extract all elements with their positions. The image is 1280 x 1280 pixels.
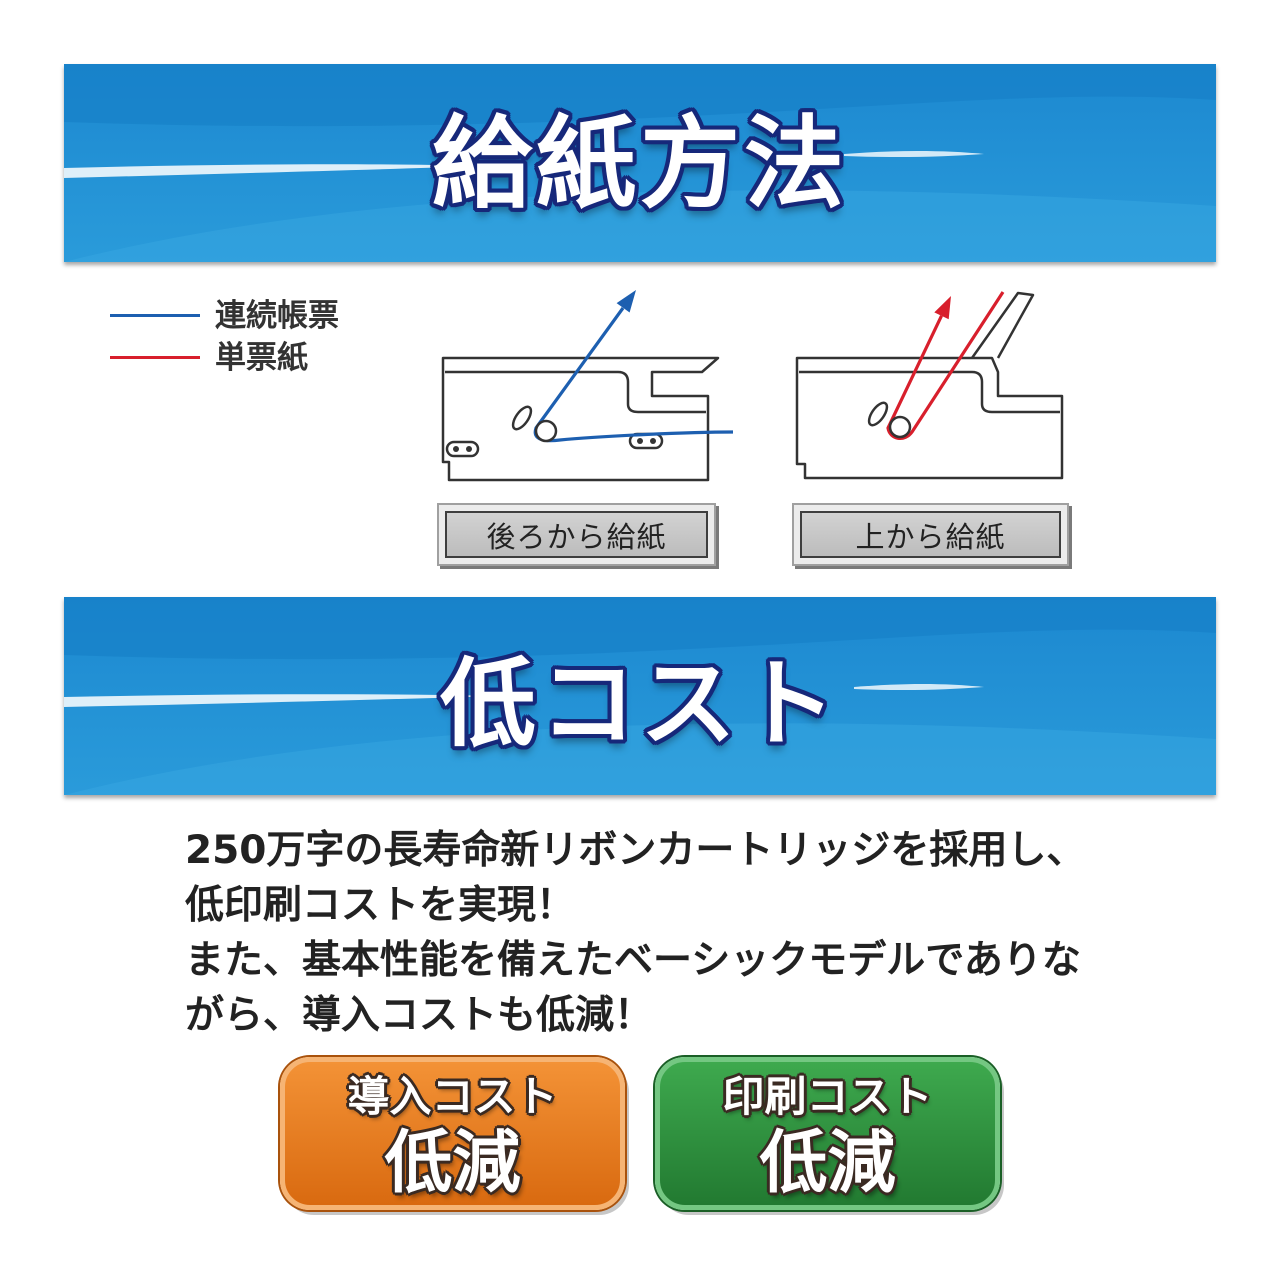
rear-feed-label: 後ろから給紙	[486, 519, 667, 554]
printer-body-outline	[441, 356, 720, 482]
top-feed-label: 上から給紙	[855, 519, 1006, 554]
description-line: 250万字の長寿命新リボンカートリッジを採用し、	[185, 828, 1086, 873]
banner-background	[64, 64, 1216, 262]
printer-body-outline	[795, 356, 1064, 480]
badge-heading: 導入コスト	[347, 1072, 558, 1121]
legend-single-sheet-label: 単票紙	[215, 340, 308, 376]
low-cost-title: 低コスト	[440, 648, 840, 760]
platen-roller	[534, 419, 558, 443]
low-cost-description: 250万字の長寿命新リボンカートリッジを採用し、 低印刷コストを実現！ また、基…	[185, 823, 1085, 1043]
top-feed-label-box: 上から給紙	[792, 503, 1069, 566]
legend-continuous-label: 連続帳票	[215, 298, 339, 334]
single-sheet-path	[886, 291, 1005, 440]
platen-guide	[511, 405, 533, 431]
badge-value: 低減	[384, 1124, 521, 1203]
printer-inner-outline	[799, 370, 1060, 414]
paper-guide	[970, 291, 1035, 359]
printer-top-feed-diagram	[795, 291, 1064, 480]
foot-left	[445, 440, 480, 458]
feed-method-banner: 給紙方法	[64, 64, 1216, 262]
feed-diagrams	[441, 290, 1064, 482]
badge-value: 低減	[759, 1124, 896, 1203]
badge-heading: 印刷コスト	[722, 1072, 933, 1121]
platen-guide	[867, 401, 889, 427]
printer-rear-feed-diagram	[441, 290, 734, 482]
low-cost-banner: 低コスト	[64, 597, 1216, 795]
platen-roller	[888, 415, 912, 439]
description-line: がら、導入コストも低減！	[185, 993, 654, 1038]
print-cost-reduction-badge: 印刷コスト 低減	[655, 1057, 1000, 1210]
legend-continuous-line	[110, 314, 200, 317]
printer-inner-outline	[445, 370, 706, 414]
rear-feed-label-box: 後ろから給紙	[437, 503, 716, 566]
intro-cost-reduction-badge: 導入コスト 低減	[280, 1057, 625, 1210]
feed-method-title: 給紙方法	[432, 105, 848, 222]
single-sheet-arrow	[934, 296, 951, 320]
banner-background	[64, 597, 1216, 795]
description-line: また、基本性能を備えたベーシックモデルでありな	[185, 938, 1081, 983]
description-line: 低印刷コストを実現！	[185, 883, 576, 928]
continuous-paper-arrow	[616, 290, 636, 313]
legend-single-sheet-line	[110, 356, 200, 359]
